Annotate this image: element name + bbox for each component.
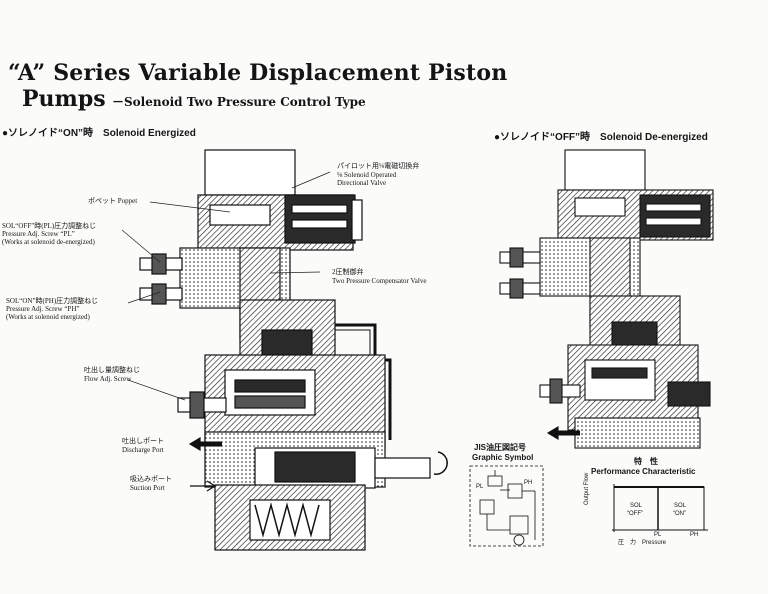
performance-x-axis-label: 圧 力 Pressure [618,540,667,546]
suction-port-label-jp: 吸込みポート [130,475,172,483]
performance-region-on-2: “ON” [673,511,686,517]
left-section-heading: ●ソレノイド“ON”時 Solenoid Energized [2,128,196,139]
sol-off-screw-label-en-1: Pressure Adj. Screw “PL” [2,230,75,238]
graphic-symbol-diagram [469,465,544,547]
pilot-valve-label-en-1: ⅛ Solenoid Operated [337,171,397,179]
right-section-heading: ●ソレノイド“OFF”時 Solenoid De-energized [494,132,708,143]
left-pump-drawing [139,149,448,551]
performance-region-off-2: “OFF” [627,511,643,517]
performance-title-en: Performance Characteristic [591,467,696,476]
sol-off-screw-label-en-2: (Works at solenoid de-energized) [2,238,95,246]
graphic-symbol-title-en: Graphic Symbol [472,453,534,462]
two-pressure-valve-label-en: Two Pressure Compensator Valve [332,277,427,285]
performance-y-axis-label: Output Flow [584,472,590,505]
graphic-symbol-pl-label: PL [476,484,484,490]
graphic-symbol-ph-label: PH [524,480,533,486]
sol-on-screw-label-jp: SOL“ON”時(PH)圧力調整ねじ [6,297,99,305]
discharge-port-label-en: Discharge Port [122,446,164,454]
sol-off-screw-label-jp: SOL“OFF”時(PL)圧力調整ねじ [2,222,97,230]
pilot-valve-label-jp: パイロット用⅛電磁切換弁 [337,162,420,170]
flow-adj-screw-label-en: Flow Adj. Screw [84,375,132,383]
performance-title-jp: 特 性 [634,457,658,466]
flow-adj-screw-label-jp: 吐出し量調整ねじ [84,366,140,374]
page-title-line2: Pumps [22,86,106,112]
poppet-label: ポペット Poppet [88,197,138,205]
page-title: “A” Series Variable Displacement Piston [8,60,508,86]
page-subtitle: －Solenoid Two Pressure Control Type [112,95,366,109]
performance-region-off-1: SOL [630,503,643,509]
discharge-port-label-jp: 吐出しポート [122,437,164,445]
performance-x-tick-pl: PL [654,532,662,538]
graphic-symbol-title-jp: JIS油圧図記号 [474,443,527,452]
two-pressure-valve-label-jp: 2圧制御弁 [332,268,364,276]
left-leader-lines [121,171,331,401]
right-pump-drawing [499,149,714,449]
sol-on-screw-label-en-1: Pressure Adj. Screw “PH” [6,305,80,313]
sol-on-screw-label-en-2: (Works at solenoid energized) [6,313,90,321]
suction-port-label-en: Suction Port [130,484,165,492]
performance-chart [612,484,708,532]
performance-region-on-1: SOL [674,503,687,509]
pilot-valve-label-en-2: Directional Valve [337,179,387,187]
performance-x-tick-ph: PH [690,532,699,538]
